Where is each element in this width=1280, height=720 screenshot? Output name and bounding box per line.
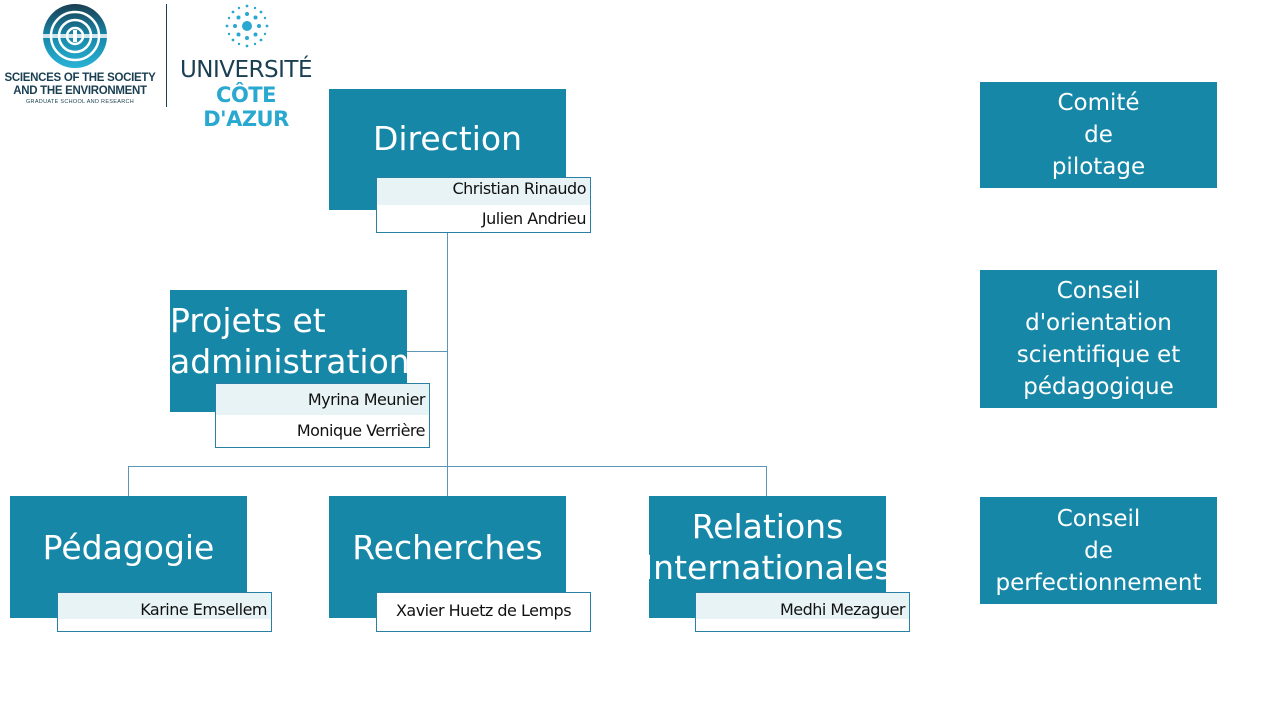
relations-title-line1: Relations — [691, 507, 844, 546]
logo-universite-cote-azur: UNIVERSITÉ CÔTE D'AZUR — [172, 2, 320, 131]
connector-trunk — [447, 232, 448, 496]
conseil-orientation-box: Conseil d'orientation scientifique et pé… — [980, 270, 1217, 408]
council-line: Conseil — [1056, 278, 1141, 304]
council-line: perfectionnement — [995, 569, 1202, 596]
projets-title-line2: administration — [170, 342, 410, 381]
connector-projets — [407, 351, 448, 352]
direction-title: Direction — [372, 119, 523, 158]
council-line: de — [1084, 122, 1113, 148]
name-row: Julien Andrieu — [481, 209, 587, 228]
connector-pedagogie — [128, 466, 129, 496]
projets-names: Myrina Meunier Monique Verrière — [215, 383, 430, 448]
name-row: Xavier Huetz de Lemps — [395, 601, 572, 620]
name-row: Monique Verrière — [296, 421, 426, 440]
relations-names: Medhi Mezaguer — [695, 592, 910, 632]
connector-relations — [766, 466, 767, 496]
name-row: Medhi Mezaguer — [696, 593, 909, 619]
council-line: scientifique et — [1016, 342, 1181, 368]
recherches-names: Xavier Huetz de Lemps — [376, 592, 591, 632]
logo-sciences-society-environment: SCIENCES OF THE SOCIETY AND THE ENVIRONM… — [0, 2, 160, 110]
council-line: Comité — [1057, 90, 1140, 116]
council-line: d'orientation — [1025, 310, 1172, 336]
connector-horizontal — [128, 466, 767, 467]
logo-left-line2: AND THE ENVIRONMENT — [13, 85, 147, 97]
comite-pilotage-box: Comité de pilotage — [980, 82, 1217, 188]
pedagogie-title: Pédagogie — [42, 528, 215, 567]
name-row: Christian Rinaudo — [377, 178, 590, 205]
spiral-logo-icon — [43, 4, 107, 68]
recherches-title: Recherches — [352, 528, 543, 567]
name-row: Myrina Meunier — [216, 384, 429, 415]
logo-left-line1: SCIENCES OF THE SOCIETY — [4, 72, 156, 84]
dotted-sun-icon — [225, 4, 269, 48]
conseil-perfectionnement-box: Conseil de perfectionnement — [980, 497, 1217, 604]
logo-right-line2: CÔTE D'AZUR — [203, 83, 289, 131]
council-line: de — [1084, 537, 1113, 564]
council-line: pilotage — [1051, 154, 1146, 180]
logo-divider — [166, 4, 167, 107]
council-line: Conseil — [1056, 505, 1141, 532]
pedagogie-names: Karine Emsellem — [57, 592, 272, 632]
name-row: Karine Emsellem — [58, 593, 271, 619]
direction-names: Christian Rinaudo Julien Andrieu — [376, 177, 591, 233]
council-line: pédagogique — [1023, 374, 1174, 400]
projets-title-line1: Projets et — [170, 301, 326, 340]
logo-left-line3: GRADUATE SCHOOL AND RESEARCH — [25, 99, 135, 105]
relations-title-line2: Internationales — [643, 548, 892, 587]
logo-right-line1: UNIVERSITÉ — [179, 57, 313, 83]
